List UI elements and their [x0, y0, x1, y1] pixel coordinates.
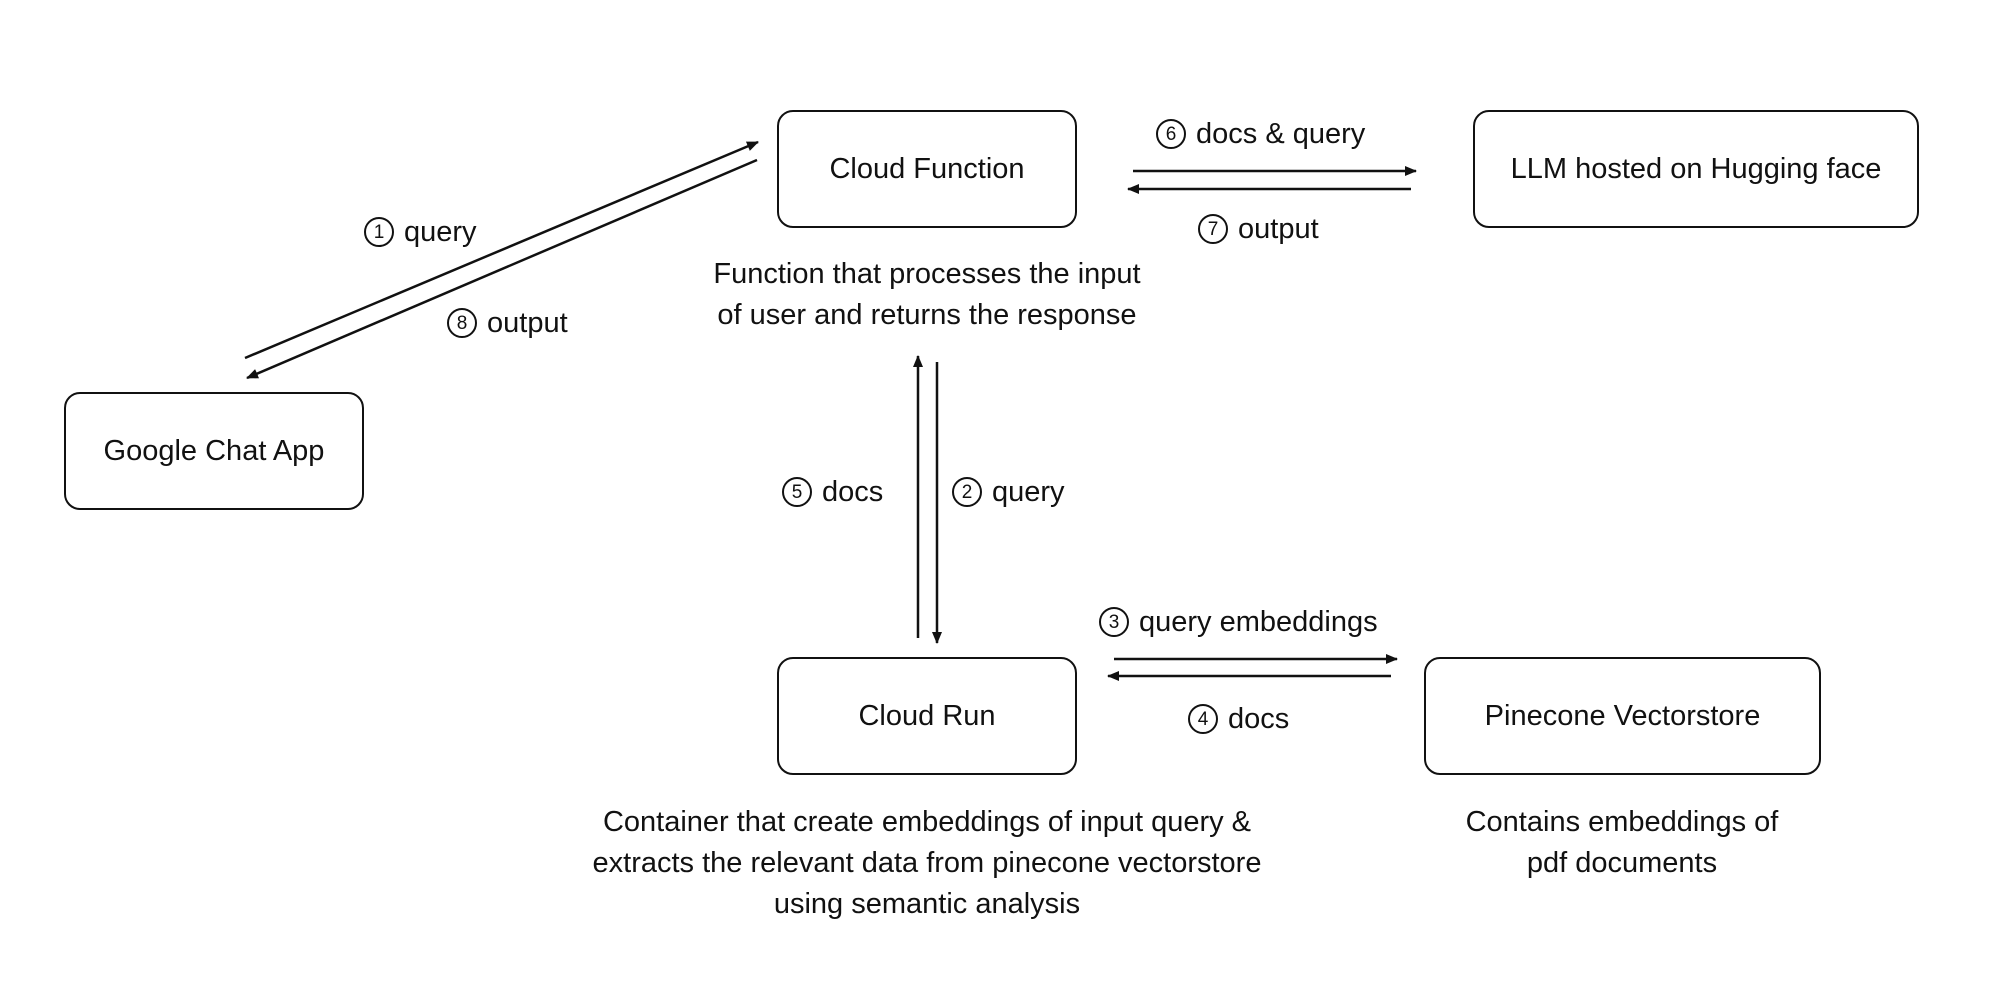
edge-label-step-4: 4 docs — [1188, 699, 1289, 739]
step-3-badge: 3 — [1099, 607, 1129, 637]
caption-line: pdf documents — [1526, 847, 1718, 879]
edge-label-text: query — [404, 215, 477, 248]
edge-label-step-5: 5 docs — [782, 472, 883, 512]
edge-label-text: query embeddings — [1139, 605, 1378, 638]
caption-line: of user and returns the response — [717, 299, 1137, 331]
arrow-output-to-google-chat — [246, 158, 758, 380]
edge-label-step-1: 1 query — [364, 212, 477, 252]
caption-line: Container that create embeddings of inpu… — [602, 806, 1252, 838]
step-6-badge: 6 — [1156, 119, 1186, 149]
edge-label-step-8: 8 output — [447, 303, 568, 343]
edge-label-step-7: 7 output — [1198, 209, 1319, 249]
node-pinecone-vectorstore: Pinecone Vectorstore — [1424, 657, 1821, 775]
caption-line: Function that processes the input — [713, 258, 1141, 290]
caption-line: Contains embeddings of — [1465, 806, 1779, 838]
caption-cloud-run: Container that create embeddings of inpu… — [502, 802, 1352, 925]
node-cloud-run: Cloud Run — [777, 657, 1077, 775]
step-4-badge: 4 — [1188, 704, 1218, 734]
step-1-badge: 1 — [364, 217, 394, 247]
node-google-chat-app: Google Chat App — [64, 392, 364, 510]
caption-line: extracts the relevant data from pinecone… — [592, 847, 1262, 879]
edge-label-step-2: 2 query — [952, 472, 1065, 512]
edge-label-text: docs — [822, 475, 884, 508]
edge-label-text: docs — [1228, 702, 1290, 735]
caption-line: using semantic analysis — [773, 888, 1081, 920]
node-llm-hugging-face: LLM hosted on Hugging face — [1473, 110, 1919, 228]
edge-label-text: output — [1238, 212, 1319, 245]
caption-cloud-function: Function that processes the input of use… — [627, 254, 1227, 336]
step-7-badge: 7 — [1198, 214, 1228, 244]
step-8-badge: 8 — [447, 308, 477, 338]
edge-label-text: docs & query — [1196, 117, 1366, 150]
node-cloud-function: Cloud Function — [777, 110, 1077, 228]
caption-pinecone: Contains embeddings of pdf documents — [1372, 802, 1872, 884]
edge-label-text: query — [992, 475, 1065, 508]
step-5-badge: 5 — [782, 477, 812, 507]
step-2-badge: 2 — [952, 477, 982, 507]
arrow-query-to-cloud-function — [244, 140, 759, 360]
edge-label-step-3: 3 query embeddings — [1099, 602, 1378, 642]
edge-label-step-6: 6 docs & query — [1156, 114, 1365, 154]
edge-label-text: output — [487, 306, 568, 339]
